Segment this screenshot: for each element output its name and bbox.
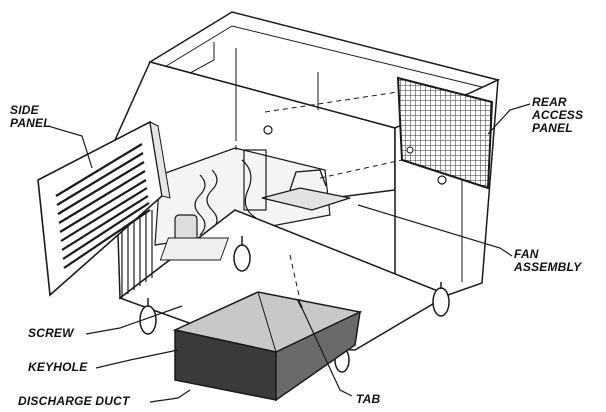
mount-hole bbox=[263, 125, 273, 135]
rear-access-panel bbox=[396, 76, 494, 190]
leader-lines bbox=[47, 103, 531, 403]
discharge-duct bbox=[172, 291, 363, 402]
fan-assembly-shape bbox=[261, 187, 351, 211]
cabinet-top-rim bbox=[162, 25, 487, 89]
caster bbox=[139, 298, 157, 335]
label-discharge-duct: DISCHARGE DUCT bbox=[18, 394, 130, 408]
coil bbox=[194, 159, 257, 236]
leader-discharge-duct bbox=[149, 389, 191, 403]
alignment-lines bbox=[235, 91, 403, 301]
label-fan-assembly: FAN ASSEMBLY bbox=[514, 247, 582, 274]
base-opening bbox=[159, 237, 230, 261]
leader-tab bbox=[299, 303, 353, 397]
leader-rear-access-panel bbox=[487, 103, 531, 135]
compressor-bay bbox=[154, 147, 331, 246]
leader-keyhole bbox=[95, 349, 179, 369]
unit-side-grille bbox=[121, 210, 153, 298]
label-tab: TAB bbox=[356, 392, 381, 406]
leader-fan-assembly bbox=[357, 204, 513, 257]
leader-side-panel bbox=[47, 125, 93, 169]
mount-hole bbox=[437, 175, 447, 185]
label-keyhole: KEYHOLE bbox=[28, 360, 88, 374]
leader-screw bbox=[85, 305, 183, 335]
caster bbox=[432, 282, 450, 317]
side-panel-louvers bbox=[55, 143, 151, 269]
label-side-panel: SIDE PANEL bbox=[10, 103, 51, 130]
caster bbox=[233, 236, 251, 272]
label-screw: SCREW bbox=[28, 326, 74, 340]
label-rear-access-panel: REAR ACCESS PANEL bbox=[532, 95, 584, 135]
